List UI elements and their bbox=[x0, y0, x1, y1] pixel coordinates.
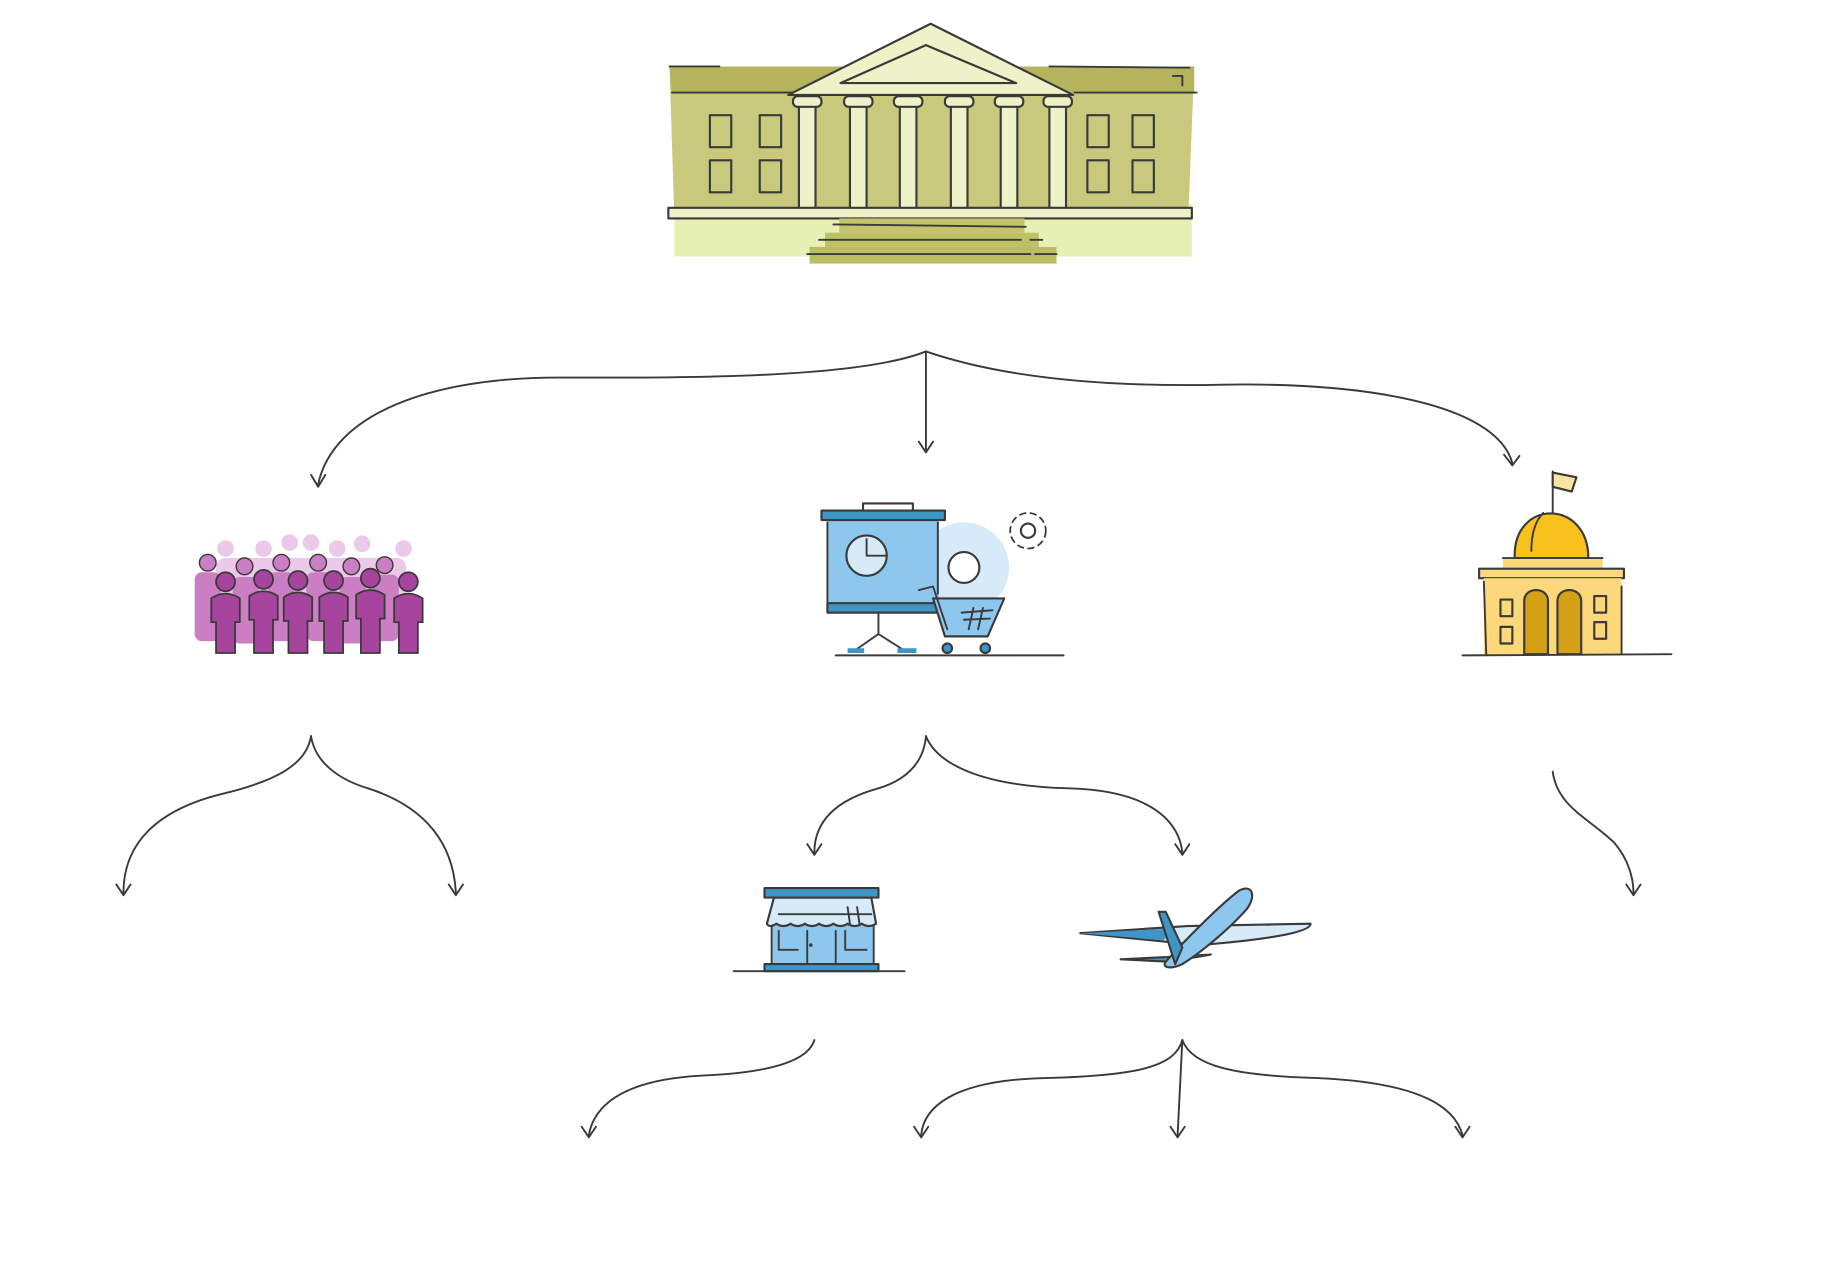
root-connectors bbox=[310, 350, 1521, 488]
business-connectors bbox=[806, 735, 1191, 856]
capitol-dome-icon bbox=[1461, 470, 1673, 657]
business-presentation-cart-icon bbox=[820, 502, 1065, 657]
crowd-icon bbox=[194, 534, 424, 654]
government-connectors bbox=[1551, 770, 1642, 897]
airplane-icon bbox=[1079, 887, 1312, 969]
travel-connectors bbox=[913, 1039, 1471, 1139]
government-building-icon bbox=[667, 22, 1198, 264]
storefront-icon bbox=[732, 887, 906, 973]
shop-connectors bbox=[580, 1039, 816, 1139]
people-connectors bbox=[115, 735, 464, 897]
